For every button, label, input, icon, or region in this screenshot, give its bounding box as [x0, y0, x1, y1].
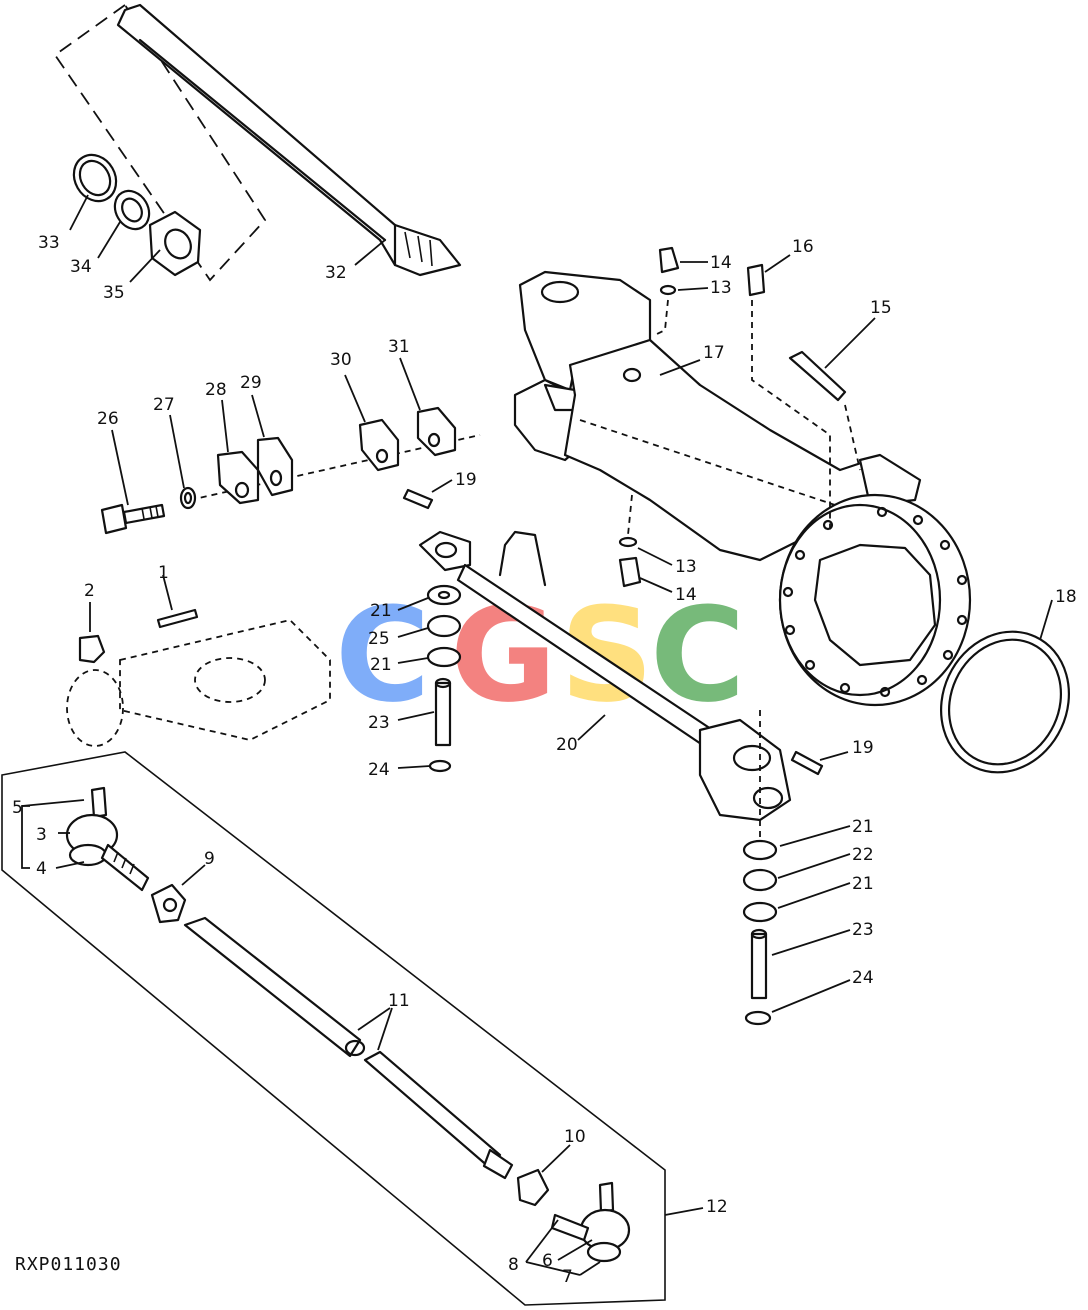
callout-21-d: 21 — [852, 874, 874, 894]
snap-ring-24-right — [744, 1010, 772, 1026]
callout-13-top: 13 — [710, 278, 732, 298]
callout-8: 8 — [508, 1255, 519, 1275]
washer-21-lower-right — [742, 901, 778, 923]
axle-hub-flange — [778, 453, 972, 707]
figure-code: RXP011030 — [15, 1254, 122, 1275]
left-pivot-stack — [426, 584, 462, 773]
callout-9: 9 — [204, 849, 215, 869]
callout-28: 28 — [205, 380, 227, 400]
fitting-16 — [746, 263, 766, 297]
bracket-30 — [358, 418, 400, 472]
shaft-dashed-enclosure — [53, 3, 267, 282]
steering-arm-20 — [418, 530, 792, 840]
snap-ring-24-left — [428, 759, 452, 773]
callout-21-a: 21 — [370, 601, 392, 621]
callout-11: 11 — [388, 991, 410, 1011]
callout-33: 33 — [38, 233, 60, 253]
callout-16: 16 — [792, 237, 814, 257]
callout-23-left: 23 — [368, 713, 390, 733]
callout-21-c: 21 — [852, 817, 874, 837]
shaft-highlight — [138, 38, 387, 242]
callout-17: 17 — [703, 343, 725, 363]
snap-ring-33 — [72, 153, 118, 203]
callout-34: 34 — [70, 257, 92, 277]
washer-13-top — [659, 284, 677, 296]
ball-joint-left — [90, 786, 108, 819]
tie-rod-enclosure — [1, 751, 666, 1306]
bracket-29 — [256, 436, 294, 497]
callout-5: 5 — [12, 798, 23, 818]
washer-13-lower — [618, 536, 638, 548]
callout-3: 3 — [36, 825, 47, 845]
shaft-spline-end — [393, 223, 462, 277]
bearing-housing-35 — [148, 210, 202, 277]
callout-leaders — [21, 194, 1053, 1276]
right-pivot-stack — [742, 839, 778, 1026]
callout-12: 12 — [706, 1197, 728, 1217]
callout-15: 15 — [870, 298, 892, 318]
tie-rod-assembly-12 — [1, 751, 666, 1306]
callout-19-upper: 19 — [455, 470, 477, 490]
axle-housing-17 — [513, 270, 882, 562]
callout-1: 1 — [158, 563, 169, 583]
washer-21-upper-right — [742, 839, 778, 861]
callout-19-lower: 19 — [852, 738, 874, 758]
bolt-26 — [100, 503, 166, 535]
cotter-pin-1 — [156, 608, 199, 629]
washer-27 — [179, 486, 197, 510]
callout-4: 4 — [36, 859, 47, 879]
jam-nut-10 — [516, 1168, 550, 1207]
pin-19-left — [402, 488, 434, 510]
callout-35: 35 — [103, 283, 125, 303]
housing-hardware — [618, 246, 861, 588]
callout-14-lower: 14 — [675, 585, 697, 605]
bolt-15 — [788, 350, 847, 402]
bushing-22 — [742, 868, 778, 892]
pin-19-right — [790, 750, 824, 776]
bushing-25 — [426, 614, 462, 638]
pivot-pin-23-right — [750, 932, 768, 1000]
steering-support-ghost — [66, 608, 331, 747]
callout-23-right: 23 — [852, 920, 874, 940]
callout-26: 26 — [97, 409, 119, 429]
callout-21-b: 21 — [370, 655, 392, 675]
callout-32: 32 — [325, 263, 347, 283]
callout-14-top: 14 — [710, 253, 732, 273]
callout-7: 7 — [562, 1267, 573, 1287]
grease-fitting-14-top — [658, 246, 680, 274]
ball-joint-right — [598, 1181, 615, 1214]
callout-25: 25 — [368, 629, 390, 649]
callout-labels: 33 34 35 32 14 13 16 15 17 26 27 28 29 3… — [12, 233, 1077, 1287]
callout-13-lower: 13 — [675, 557, 697, 577]
tie-rod-tube-lower — [363, 1050, 502, 1170]
washer-21-upper-left — [426, 584, 462, 606]
callout-6: 6 — [542, 1251, 553, 1271]
callout-27: 27 — [153, 395, 175, 415]
callout-10: 10 — [564, 1127, 586, 1147]
pivot-pin-23-left — [434, 681, 452, 747]
callout-24-right: 24 — [852, 968, 874, 988]
callout-30: 30 — [330, 350, 352, 370]
nut-2 — [78, 634, 106, 664]
pivot-hardware-group — [100, 406, 481, 535]
grease-fitting-14-lower — [618, 556, 642, 588]
callout-24-left: 24 — [368, 760, 390, 780]
bearing-34 — [113, 189, 151, 231]
washer-21-lower-left — [426, 646, 462, 668]
callout-18: 18 — [1055, 587, 1077, 607]
callout-22: 22 — [852, 845, 874, 865]
seal-ring-18 — [939, 630, 1071, 774]
callout-31: 31 — [388, 337, 410, 357]
bracket-31 — [416, 406, 457, 457]
steering-shaft-group — [53, 3, 462, 282]
clamp-nut-9 — [150, 883, 187, 924]
tie-rod-tube-upper — [183, 916, 362, 1058]
shaft-splines — [404, 231, 433, 267]
callout-29: 29 — [240, 373, 262, 393]
callout-2: 2 — [84, 581, 95, 601]
callout-20: 20 — [556, 735, 578, 755]
